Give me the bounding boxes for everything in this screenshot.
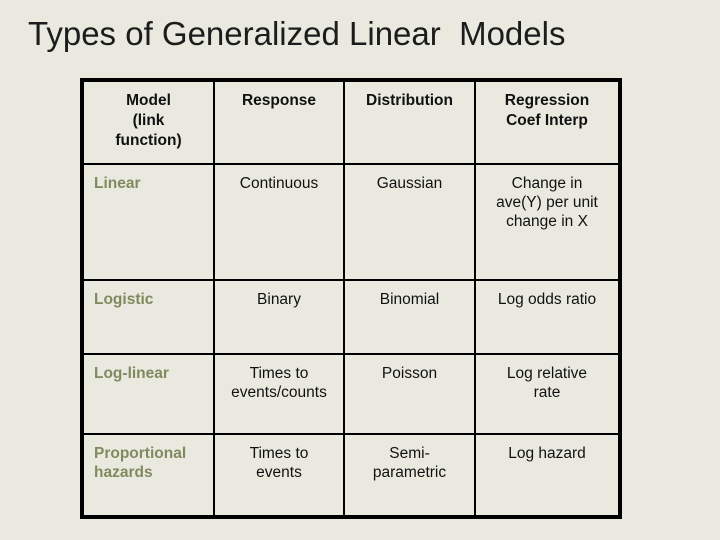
cell-interp-loglinear: Log relative rate — [474, 353, 621, 435]
cell-model-linear: Linear — [81, 163, 215, 281]
column-header-model-line2: (link — [132, 112, 165, 129]
table-row: Logistic Binary Binomial Log odds ratio — [81, 279, 621, 355]
distribution-loglinear: Poisson — [381, 365, 438, 382]
model-name-prophaz-line1: Proportional — [94, 445, 187, 462]
cell-model-loglinear: Log-linear — [81, 353, 215, 435]
model-name-linear: Linear — [94, 175, 141, 192]
interp-prophaz-line1: Log hazard — [508, 445, 586, 462]
column-header-interp-line1: Regression — [504, 92, 590, 109]
distribution-prophaz-line2: parametric — [372, 464, 447, 481]
column-header-model: Model (link function) — [81, 79, 215, 165]
table-header-row: Model (link function) Response Distribut… — [81, 79, 621, 165]
column-header-model-line3: function) — [115, 132, 182, 149]
page-title: Types of Generalized Linear Models — [28, 15, 566, 52]
cell-interp-linear: Change in ave(Y) per unit change in X — [474, 163, 621, 281]
table-header: Model (link function) Response Distribut… — [81, 79, 621, 165]
glm-types-table: Model (link function) Response Distribut… — [80, 78, 622, 519]
table-body: Linear Continuous Gaussian Change in ave… — [81, 163, 621, 518]
interp-logistic-line1: Log odds ratio — [497, 291, 597, 308]
cell-interp-proportional-hazards: Log hazard — [474, 433, 621, 518]
interp-linear-line3: change in X — [506, 213, 588, 230]
response-logistic: Binary — [257, 291, 301, 308]
column-header-distribution-label: Distribution — [366, 92, 453, 109]
column-header-response: Response — [213, 79, 345, 165]
cell-response-logistic: Binary — [213, 279, 345, 355]
response-loglinear-line1: Times to — [249, 365, 309, 382]
cell-interp-logistic: Log odds ratio — [474, 279, 621, 355]
interp-linear-line1: Change in — [511, 175, 583, 192]
distribution-logistic: Binomial — [379, 291, 440, 308]
cell-model-proportional-hazards: Proportional hazards — [81, 433, 215, 518]
response-prophaz-line1: Times to — [249, 445, 309, 462]
response-prophaz-line2: events — [256, 464, 302, 481]
response-loglinear-line2: events/counts — [231, 384, 327, 401]
column-header-response-label: Response — [241, 92, 317, 109]
cell-response-linear: Continuous — [213, 163, 345, 281]
column-header-model-line1: Model — [126, 92, 171, 109]
cell-distribution-logistic: Binomial — [343, 279, 476, 355]
interp-loglinear-line1: Log relative — [506, 365, 588, 382]
cell-distribution-linear: Gaussian — [343, 163, 476, 281]
cell-response-loglinear: Times to events/counts — [213, 353, 345, 435]
table-row: Log-linear Times to events/counts Poisso… — [81, 353, 621, 435]
column-header-regression-coef-interp: Regression Coef Interp — [474, 79, 621, 165]
cell-distribution-proportional-hazards: Semi- parametric — [343, 433, 476, 518]
response-linear: Continuous — [239, 175, 319, 192]
model-name-prophaz-line2: hazards — [94, 464, 153, 481]
cell-response-proportional-hazards: Times to events — [213, 433, 345, 518]
model-name-logistic: Logistic — [94, 291, 154, 308]
table-row: Proportional hazards Times to events Sem… — [81, 433, 621, 518]
column-header-interp-line2: Coef Interp — [506, 112, 588, 129]
distribution-linear: Gaussian — [376, 175, 443, 192]
cell-distribution-loglinear: Poisson — [343, 353, 476, 435]
column-header-distribution: Distribution — [343, 79, 476, 165]
model-name-loglinear: Log-linear — [94, 365, 169, 382]
cell-model-logistic: Logistic — [81, 279, 215, 355]
table-row: Linear Continuous Gaussian Change in ave… — [81, 163, 621, 281]
interp-linear-line2: ave(Y) per unit — [496, 194, 598, 211]
interp-loglinear-line2: rate — [533, 384, 561, 401]
distribution-prophaz-line1: Semi- — [389, 445, 430, 462]
